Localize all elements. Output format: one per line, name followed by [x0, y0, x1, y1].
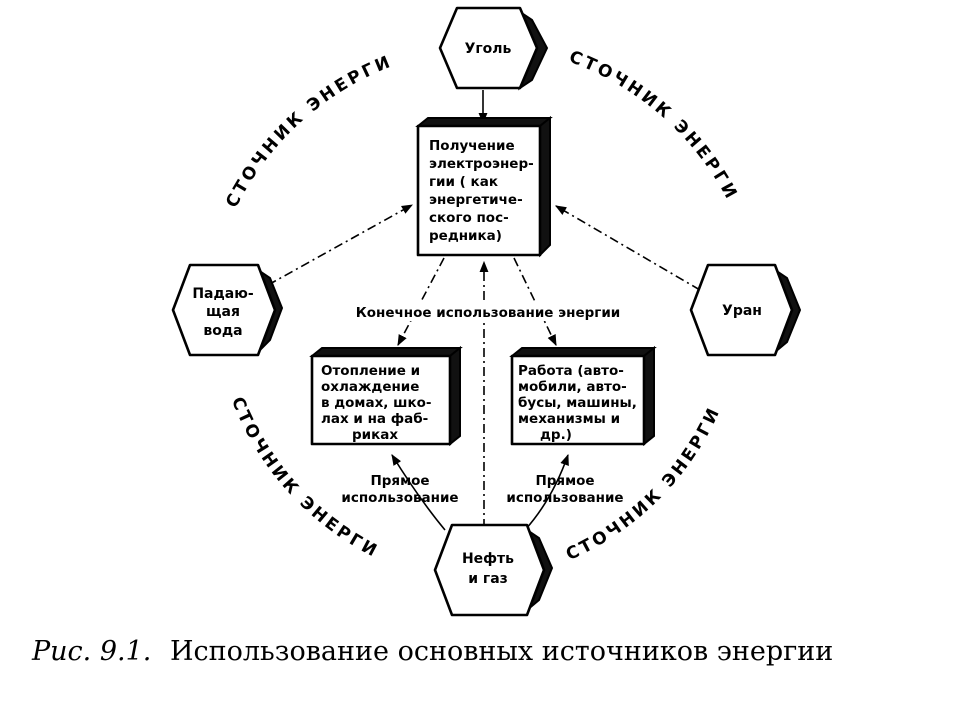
arrow-electricity-to-work [513, 257, 557, 347]
arrow-oilgas-to-work [524, 453, 569, 531]
final-use-label: Конечное использование энергии [356, 305, 621, 321]
electricity-line6: редника) [429, 228, 502, 244]
svg-text:Рис. 9.1. Использование: Рис. 9.1. Использование основных источни… [31, 636, 833, 667]
coal-node: Уголь [438, 6, 549, 91]
uranium-label: Уран [722, 303, 762, 319]
direct-use-right-line1: Прямое [535, 473, 594, 489]
arrow-water-to-electricity [267, 204, 413, 286]
caption-title: Использование основных источников энерги… [170, 636, 833, 667]
electricity-box: Получение электроэнер- гии ( как энергет… [415, 115, 553, 258]
figure-caption: Рис. 9.1. Использование основных источни… [31, 636, 833, 667]
heating-line5: риках [352, 427, 398, 443]
heating-line2: охлаждение [321, 379, 419, 395]
work-box: Работа (авто- мобили, авто- бусы, машины… [509, 345, 657, 447]
heating-line1: Отопление и [321, 363, 420, 379]
electricity-line4: энергетиче- [429, 192, 523, 208]
arrow-oilgas-to-heating [391, 454, 446, 531]
heating-line3: в домах, шко- [321, 395, 431, 411]
arrow-electricity-to-heating [397, 257, 445, 346]
heating-box: Отопление и охлаждение в домах, шко- лах… [309, 345, 463, 447]
water-label-line2: щая [206, 304, 240, 320]
connectors [267, 90, 701, 531]
electricity-line3: гии ( как [429, 174, 498, 190]
caption-number: Рис. 9.1. [31, 636, 151, 667]
work-line1: Работа (авто- [518, 363, 624, 379]
oil-gas-label-line2: и газ [468, 571, 508, 587]
electricity-line1: Получение [429, 138, 515, 154]
electricity-line5: ского пос- [429, 210, 509, 226]
direct-use-right-line2: использование [506, 490, 623, 506]
coal-label: Уголь [465, 41, 512, 57]
uranium-node: Уран [689, 263, 802, 357]
edge-labels: Конечное использование энергии Прямое ис… [322, 301, 658, 506]
work-line3: бусы, машины, [518, 395, 637, 411]
work-line4: механизмы и [518, 411, 620, 427]
oil-gas-node: Нефть и газ [433, 523, 554, 617]
electricity-line2: электроэнер- [429, 156, 534, 172]
water-label-line3: вода [203, 323, 242, 339]
direct-use-left-line2: использование [341, 490, 458, 506]
oil-gas-label-line1: Нефть [462, 551, 514, 567]
heating-line4: лах и на фаб- [321, 411, 428, 427]
arrow-uranium-to-electricity [555, 205, 701, 291]
falling-water-node: Падаю- щая вода [171, 263, 284, 357]
direct-use-left-line1: Прямое [370, 473, 429, 489]
work-line2: мобили, авто- [518, 379, 627, 395]
work-line5: др.) [540, 427, 572, 443]
water-label-line1: Падаю- [192, 286, 254, 302]
